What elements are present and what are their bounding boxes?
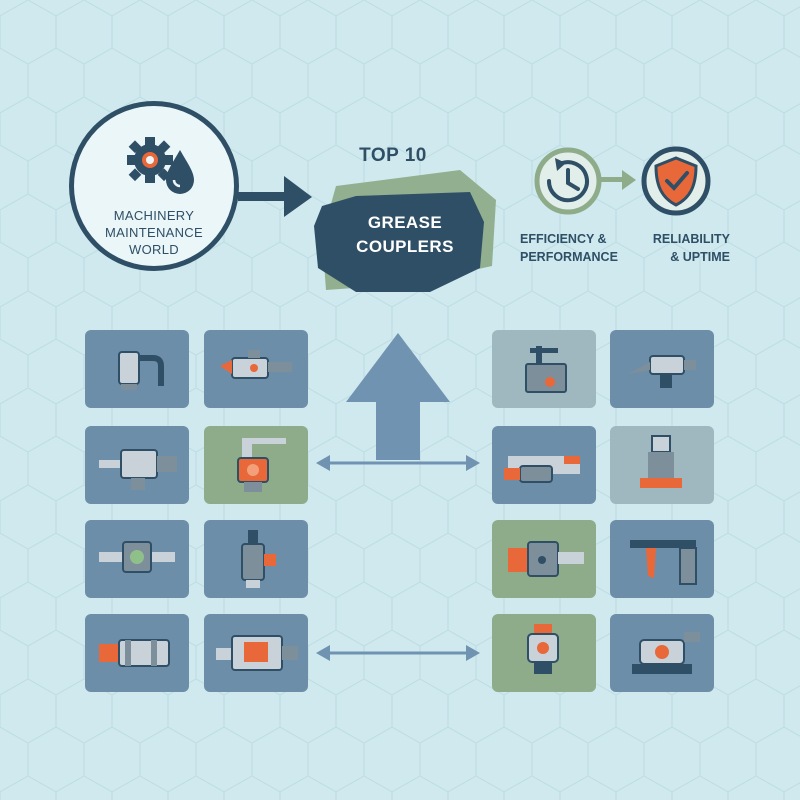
- benefits-row: EFFICIENCY & RELIABILITY: [520, 230, 730, 248]
- base-coupler-icon: [632, 632, 700, 674]
- product-tile[interactable]: [204, 426, 308, 504]
- tee-coupler-icon: [99, 541, 175, 573]
- brand-line: MACHINERY: [113, 208, 195, 223]
- side-coupler-icon: [508, 541, 584, 577]
- brand-logo: [69, 101, 239, 271]
- button-fitting-icon: [527, 624, 559, 674]
- benefit-label: PERFORMANCE: [520, 250, 618, 264]
- product-tile[interactable]: [610, 426, 714, 504]
- product-tile[interactable]: [610, 520, 714, 598]
- product-tile[interactable]: [85, 330, 189, 408]
- badge-line: COUPLERS: [356, 237, 454, 256]
- brand-line: WORLD: [129, 242, 179, 257]
- nozzle-coupler-icon: [628, 355, 696, 388]
- long-connector-icon: [504, 456, 580, 483]
- brand-name: MACHINERY MAINTENANCE WORLD: [78, 207, 230, 258]
- product-tile[interactable]: [85, 426, 189, 504]
- product-tile[interactable]: [492, 426, 596, 504]
- benefit-label: RELIABILITY: [652, 232, 730, 246]
- product-tile[interactable]: [204, 330, 308, 408]
- valve-coupler-icon: [99, 449, 177, 490]
- product-tile[interactable]: [204, 614, 308, 692]
- grease-gun-icon: [630, 540, 697, 585]
- product-tile[interactable]: [85, 520, 189, 598]
- product-tile[interactable]: [492, 330, 596, 408]
- swivel-coupler-icon: [241, 530, 276, 588]
- headline-badge-text: GREASE COUPLERS: [330, 211, 480, 259]
- badge-line: GREASE: [367, 213, 443, 232]
- connector-arrow: [600, 170, 636, 190]
- badge-front-shape: [314, 192, 484, 292]
- shield-check-icon: [641, 146, 711, 216]
- benefits-text: EFFICIENCY & RELIABILITY PERFORMANCE & U…: [520, 230, 730, 266]
- product-tile[interactable]: [610, 614, 714, 692]
- headline-top: TOP 10: [359, 145, 427, 166]
- product-tile[interactable]: [610, 330, 714, 408]
- lever-coupler-icon: [237, 438, 286, 492]
- brand-line: MAINTENANCE: [105, 225, 203, 240]
- oil-drop-icon: [166, 150, 194, 194]
- product-tile[interactable]: [492, 520, 596, 598]
- double-arrow-upper: [316, 455, 480, 471]
- product-tile[interactable]: [492, 614, 596, 692]
- gear-icon: [127, 137, 173, 183]
- angle-coupler-icon: [118, 351, 164, 390]
- double-arrow-lower: [316, 645, 480, 661]
- square-coupler-icon: [216, 635, 298, 671]
- benefit-label: EFFICIENCY &: [520, 232, 607, 246]
- up-arrow: [346, 333, 450, 460]
- benefit-label: & UPTIME: [670, 250, 730, 264]
- hose-connector-icon: [99, 639, 170, 667]
- product-tile[interactable]: [204, 520, 308, 598]
- clock-icon: [534, 147, 602, 215]
- nipple-fitting-icon: [640, 435, 682, 488]
- benefits-row: PERFORMANCE & UPTIME: [520, 248, 730, 266]
- straight-coupler-icon: [220, 350, 292, 379]
- product-tile[interactable]: [85, 614, 189, 692]
- flow-arrow: [238, 176, 312, 217]
- clamp-fitting-icon: [525, 346, 567, 393]
